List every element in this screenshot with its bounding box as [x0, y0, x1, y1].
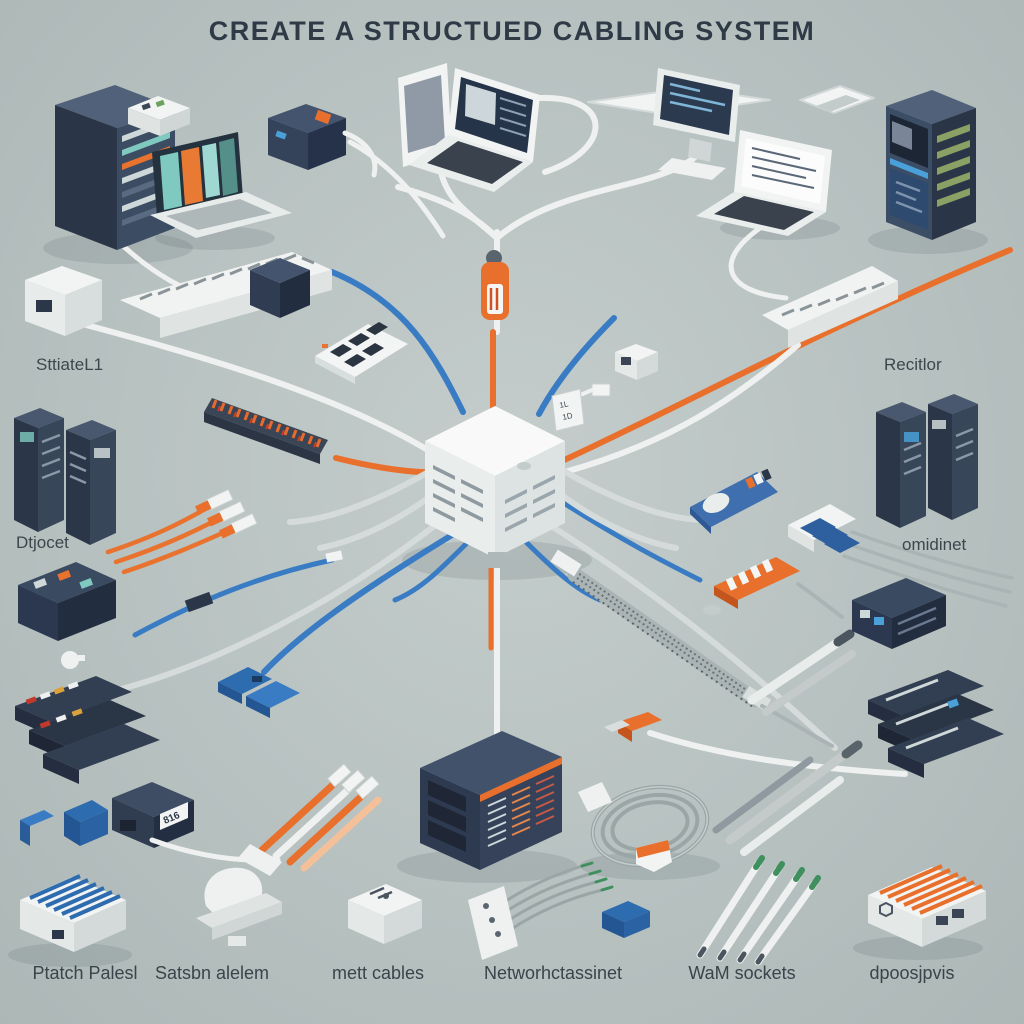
servers-right-pair	[876, 394, 978, 528]
label-bottom-3: mett cables	[331, 963, 425, 983]
label-bottom-5: WaM sockets	[688, 963, 796, 983]
monitor-top-right	[653, 68, 740, 180]
cable-blue-right-to-hub	[536, 315, 617, 417]
blue-connector-bottom-center	[602, 901, 650, 938]
pens-green-tips	[696, 855, 821, 966]
braided-mesh-cable	[550, 549, 834, 748]
servers-left-pair	[14, 408, 116, 545]
connector-block-white-blue	[788, 504, 860, 553]
orange-label-connector	[703, 557, 844, 619]
gray-tool-pens	[712, 740, 863, 856]
label-left-mid: Dtjocet	[16, 533, 69, 552]
orange-cable-bundle	[238, 763, 382, 876]
terminal-strip-orange	[204, 398, 328, 464]
pen-tools-right-mid	[747, 629, 856, 716]
circuit-board-chips	[315, 322, 408, 384]
label-left-top: SttiateL1	[36, 355, 104, 374]
laptop-teal-screen	[150, 132, 292, 238]
cable-white-converter	[347, 139, 446, 239]
cable-blue-panel-to-hub	[329, 269, 466, 415]
central-hub	[287, 406, 703, 603]
cable-orange-hub-to-right-top	[557, 247, 1013, 465]
label-bottom-4: Networhctassinet	[483, 963, 623, 983]
orange-plug-connector-center	[604, 712, 662, 742]
cable-orange-strip-to-hub	[333, 455, 441, 476]
label-bottom-2: Satsbn alelem	[154, 963, 270, 983]
cable-coil	[578, 782, 710, 872]
label-bottom-1: Ptatch Palesl	[32, 963, 138, 983]
cable-white-hub-to-right-panel	[562, 342, 801, 475]
orange-capsule-connector	[481, 250, 509, 320]
cable-gray-hub-to-bottom-right	[542, 519, 838, 751]
page-title: CREATE A STRUCTUED CABLING SYSTEM	[208, 16, 816, 46]
port-panel-right-dark	[852, 578, 946, 649]
wall-plate-with-cables	[468, 861, 614, 960]
patch-panel-stack-left	[15, 676, 160, 784]
cable-white-right-laptop-loop	[728, 225, 789, 301]
cable-gray-block-right	[842, 530, 1014, 608]
orange-stripe-box-bottom-right	[868, 864, 986, 947]
blue-twin-connector	[218, 667, 300, 718]
adapter-816: 816	[20, 782, 281, 863]
wall-box-left	[25, 266, 102, 336]
connector-white-top-right	[799, 85, 875, 114]
patch-box-navy-center	[420, 731, 562, 870]
cable-blue-hub-short-right	[553, 495, 703, 583]
white-meter-box	[348, 884, 422, 944]
shelf-panel-left	[18, 562, 116, 669]
label-bottom-6: dpoosjpvis	[869, 963, 955, 983]
label-plate-small: 1L 1D	[551, 388, 585, 432]
fiber-cables-orange	[105, 488, 258, 575]
plate-text-2: 1D	[562, 411, 574, 422]
patch-panel-right-white	[762, 266, 898, 348]
plate-text-1: 1L	[559, 399, 570, 410]
card-stack-right	[868, 670, 1004, 778]
cable-white-wallbox-to-hub	[57, 315, 439, 458]
cable-gray-hub-to-left-shelf	[115, 517, 445, 693]
laptop-top-center	[398, 63, 540, 192]
blue-cable-long-left	[132, 550, 343, 638]
label-right-mid: omidinet	[902, 535, 967, 554]
server-rack-top-right	[886, 90, 976, 240]
mini-adapter-top-left	[128, 96, 190, 136]
media-converter-orange-plug	[268, 104, 378, 178]
cable-network	[57, 94, 1014, 777]
blue-stripe-panel-bottom-left	[20, 874, 126, 952]
desk-mount-white	[196, 867, 282, 946]
cable-tester-blue	[690, 468, 778, 534]
label-right-top: Recitlor	[884, 355, 942, 374]
cable-white-orange-plug-right	[647, 730, 908, 777]
navy-cube-left	[250, 258, 310, 318]
cable-blue-hub-to-bottom-left	[261, 532, 455, 675]
laptop-top-right	[696, 130, 832, 236]
